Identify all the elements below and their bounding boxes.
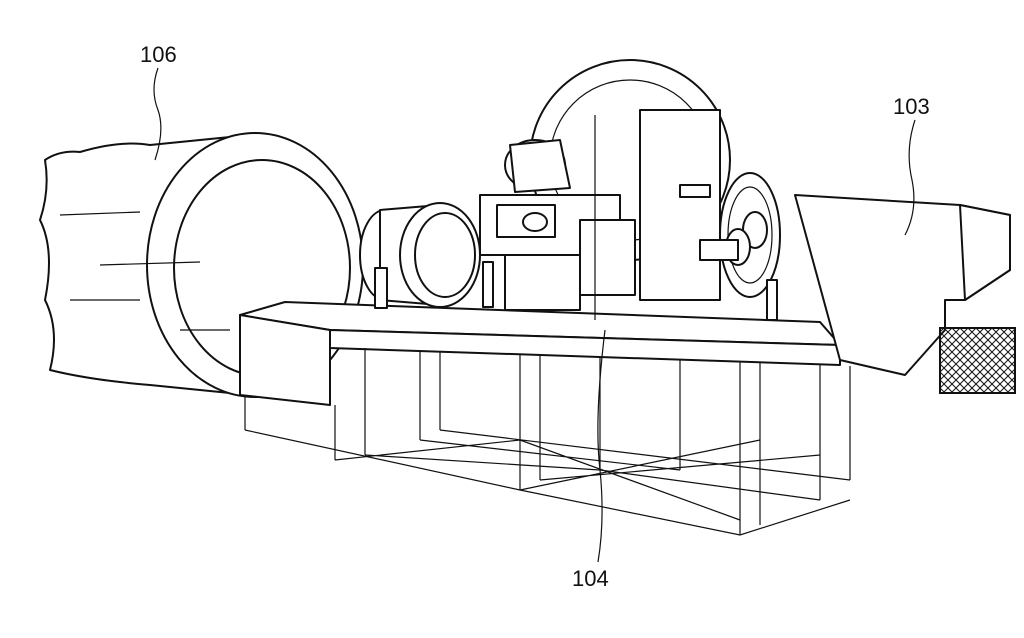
leader-104 xyxy=(597,329,606,563)
machinery xyxy=(359,59,781,321)
reference-label-104: 104 xyxy=(572,566,609,591)
leader-103 xyxy=(904,119,916,236)
hopper-103 xyxy=(794,194,1016,394)
frame-104 xyxy=(239,301,851,536)
reference-label-103: 103 xyxy=(893,94,930,119)
hatched-support xyxy=(939,327,1016,394)
leader-106 xyxy=(153,67,162,161)
reference-label-106: 106 xyxy=(140,42,177,67)
